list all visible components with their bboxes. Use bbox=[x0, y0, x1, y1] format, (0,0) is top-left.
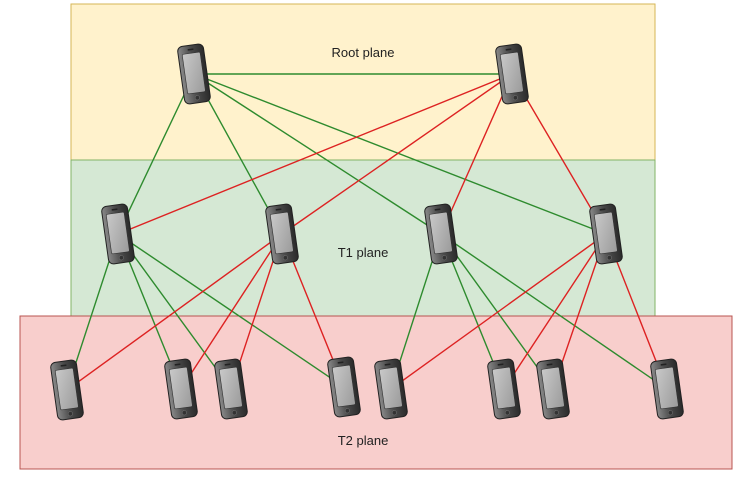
link-R2-B bbox=[281, 73, 513, 235]
t1-plane-label: T1 plane bbox=[338, 245, 389, 260]
link-C-b3 bbox=[440, 233, 554, 390]
link-R2-D bbox=[511, 73, 607, 235]
t1-plane-area bbox=[70, 159, 656, 317]
link-R1-A bbox=[117, 73, 195, 235]
link-A-b1 bbox=[117, 233, 345, 388]
t2-plane-area bbox=[19, 315, 733, 470]
link-C-b4 bbox=[440, 233, 668, 390]
root-plane-area bbox=[70, 3, 656, 161]
link-D-a4 bbox=[390, 233, 607, 390]
link-R1-C bbox=[193, 73, 442, 235]
link-R2-A bbox=[117, 73, 513, 235]
link-D-b2 bbox=[503, 233, 607, 390]
root-plane-label: Root plane bbox=[332, 45, 395, 60]
t2-plane-label: T2 plane bbox=[338, 433, 389, 448]
link-B-a2 bbox=[180, 233, 283, 390]
link-R1-D bbox=[193, 73, 607, 235]
link-B-a1 bbox=[66, 233, 283, 391]
link-R2-C bbox=[440, 73, 513, 235]
